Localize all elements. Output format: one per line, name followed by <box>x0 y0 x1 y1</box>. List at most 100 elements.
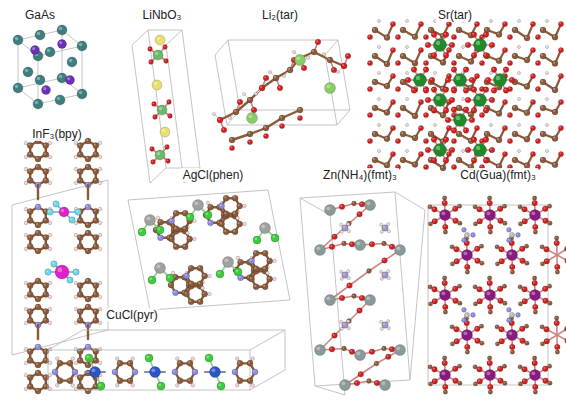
atom-highlight <box>25 168 26 169</box>
atom <box>77 178 83 184</box>
atom-highlight <box>75 234 76 235</box>
atom-highlight <box>525 84 527 86</box>
atom <box>77 292 83 298</box>
atom <box>166 274 174 282</box>
atom <box>251 107 257 113</box>
atom <box>287 67 293 73</box>
atom-highlight <box>49 296 50 297</box>
atom <box>71 357 75 361</box>
atom <box>43 244 49 250</box>
atom <box>253 266 259 272</box>
atom <box>67 360 73 366</box>
atom <box>93 143 99 149</box>
atom-highlight <box>86 345 88 347</box>
atom-highlight <box>350 350 352 352</box>
atom <box>263 75 269 81</box>
atom-highlight <box>75 182 76 183</box>
atom-highlight <box>525 111 527 113</box>
atom <box>74 321 78 325</box>
atom <box>59 207 69 217</box>
atom <box>471 32 477 38</box>
atom-highlight <box>274 76 276 78</box>
atom <box>411 88 417 94</box>
atom-highlight <box>25 142 26 143</box>
atom-highlight <box>326 84 330 88</box>
atom-highlight <box>464 68 466 70</box>
atom-highlight <box>79 91 83 95</box>
atom <box>425 97 431 103</box>
atom-highlight <box>546 124 547 125</box>
unit-cell <box>132 30 166 183</box>
atom <box>496 31 502 37</box>
atom-highlight <box>252 108 254 110</box>
atom <box>390 99 395 104</box>
atom-highlight <box>373 28 375 30</box>
atom <box>24 141 28 145</box>
atom <box>157 105 167 115</box>
atom <box>27 169 33 175</box>
atom <box>187 236 193 242</box>
atom <box>27 143 33 149</box>
atom <box>352 201 357 206</box>
atom <box>93 152 99 158</box>
atom <box>400 157 406 163</box>
atom-highlight <box>149 277 152 280</box>
atom-highlight <box>424 61 426 63</box>
atom <box>384 83 390 89</box>
atom-highlight <box>396 61 398 63</box>
atom-highlight <box>513 28 515 30</box>
atom-highlight <box>250 259 252 261</box>
atom-highlight <box>198 266 200 268</box>
atom-highlight <box>419 48 421 50</box>
atom <box>267 276 273 282</box>
atom <box>247 378 253 384</box>
atom-highlight <box>36 223 38 225</box>
atom <box>552 61 558 67</box>
atom <box>77 89 87 99</box>
atom <box>43 143 49 149</box>
atom-highlight <box>492 89 494 91</box>
atom-highlight <box>269 71 270 72</box>
atom <box>322 52 325 55</box>
atom <box>77 41 87 51</box>
atom-highlight <box>484 109 486 111</box>
atom <box>55 95 65 105</box>
atom-highlight <box>25 388 26 389</box>
atom-highlight <box>401 80 403 82</box>
atom-highlight <box>485 132 487 134</box>
atom <box>24 281 28 285</box>
atom <box>262 250 268 256</box>
atom-highlight <box>419 22 421 24</box>
atom <box>66 76 75 85</box>
atom-highlight <box>61 209 65 213</box>
atom-highlight <box>75 322 76 323</box>
atom-highlight <box>263 285 265 287</box>
atom <box>223 229 229 235</box>
atom <box>173 226 179 232</box>
atom <box>177 378 183 384</box>
atom-highlight <box>99 362 100 363</box>
atom-highlight <box>176 357 177 358</box>
atom-highlight <box>159 236 161 238</box>
atom <box>558 47 563 52</box>
atom <box>412 34 418 40</box>
atom <box>540 157 546 163</box>
atom-highlight <box>513 54 515 56</box>
atom-highlight <box>273 260 274 261</box>
atom <box>545 71 548 74</box>
atom <box>27 375 33 381</box>
atom-highlight <box>154 82 158 86</box>
atom <box>434 94 447 107</box>
atom-highlight <box>194 201 198 205</box>
atom <box>345 53 351 59</box>
atom <box>155 263 166 274</box>
atom <box>74 181 78 185</box>
atom <box>434 39 447 52</box>
atom-highlight <box>170 237 172 239</box>
atom <box>484 131 490 137</box>
atom <box>545 149 548 152</box>
atom <box>242 92 245 95</box>
unit-cell <box>215 40 240 125</box>
atom <box>412 60 418 66</box>
atom-highlight <box>503 100 505 102</box>
